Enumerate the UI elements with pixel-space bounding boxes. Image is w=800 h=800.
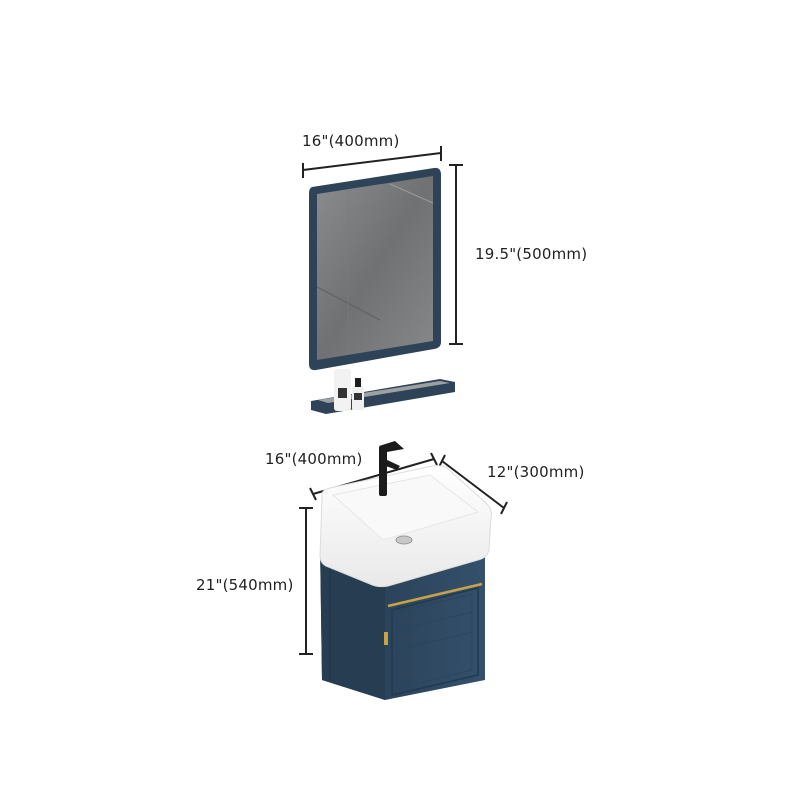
- cabinet-height-label: 21"(540mm): [196, 576, 294, 594]
- basin-depth-dimension: [438, 454, 508, 515]
- mirror-height-dimension: [449, 164, 463, 345]
- mirror-width-dimension: [302, 146, 442, 178]
- mirror: [309, 167, 441, 371]
- basin-width-label: 16"(400mm): [265, 450, 363, 468]
- mirror-width-label: 16"(400mm): [302, 132, 400, 150]
- shelf: [311, 369, 455, 414]
- basin: [319, 465, 492, 588]
- mirror-height-label: 19.5"(500mm): [475, 245, 588, 263]
- faucet: [379, 441, 404, 496]
- cabinet-height-dimension: [299, 507, 313, 655]
- basin-depth-label: 12"(300mm): [487, 463, 585, 481]
